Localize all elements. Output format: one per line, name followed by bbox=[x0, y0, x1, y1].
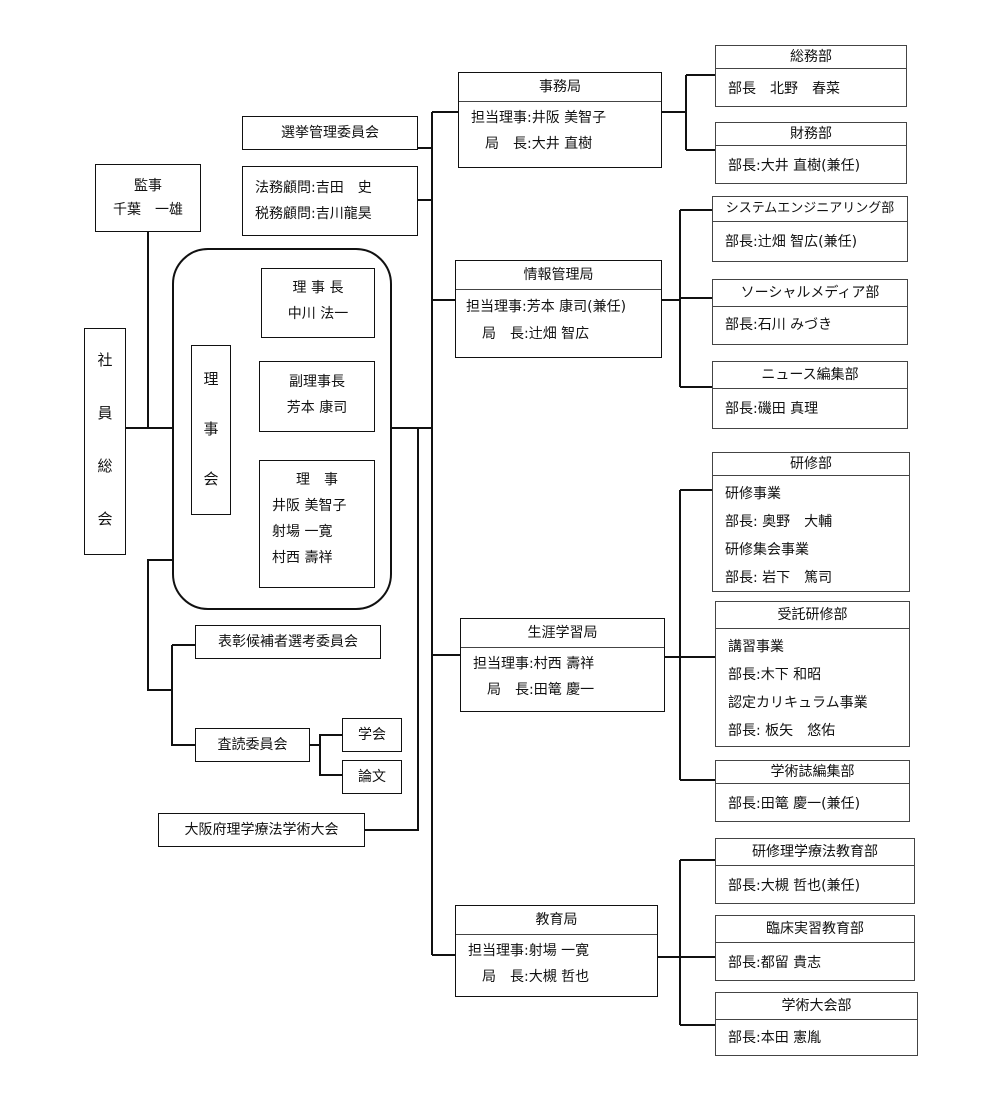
department-line: 部長:都留 貴志 bbox=[728, 955, 822, 971]
advisors-box: 法務顧問:吉田 史 税務顧問:吉川龍昊 bbox=[242, 166, 418, 236]
bureau-name: 事務局 bbox=[459, 73, 661, 102]
board-vice-chair-name: 芳本 康司 bbox=[286, 400, 348, 416]
bureau-box: 情報管理局 担当理事:芳本 康司(兼任) 局 長:辻畑 智広 bbox=[455, 260, 662, 358]
congress-box: 大阪府理学療法学術大会 bbox=[158, 813, 365, 847]
department-name: 研修理学療法教育部 bbox=[716, 839, 914, 866]
department-line: 部長:磯田 真理 bbox=[725, 401, 819, 417]
department-line: 部長:大槻 哲也(兼任) bbox=[728, 878, 861, 894]
department-box: 研修部 研修事業 部長: 奥野 大輔 研修集会事業 部長: 岩下 篤司 bbox=[712, 452, 910, 592]
board-label-char-1: 理 bbox=[203, 370, 219, 388]
review-paper-box: 論文 bbox=[342, 760, 402, 794]
tax-advisor: 税務顧問:吉川龍昊 bbox=[255, 206, 372, 222]
board-directors-box: 理 事 井阪 美智子 射場 一寛 村西 壽祥 bbox=[259, 460, 375, 588]
review-paper-label: 論文 bbox=[358, 769, 386, 785]
award-committee-label: 表彰候補者選考委員会 bbox=[218, 634, 358, 650]
auditor-name: 千葉 一雄 bbox=[113, 202, 183, 218]
department-box: ソーシャルメディア部 部長:石川 みづき bbox=[712, 279, 908, 345]
bureau-chief: 局 長:大槻 哲也 bbox=[482, 969, 590, 985]
bureau-chief: 局 長:田篭 慶一 bbox=[487, 682, 595, 698]
department-name: 臨床実習教育部 bbox=[716, 916, 914, 943]
auditor-title: 監事 bbox=[134, 178, 162, 194]
board-label-char-2: 事 bbox=[203, 420, 219, 438]
department-name: 受託研修部 bbox=[716, 602, 909, 629]
department-box: 研修理学療法教育部 部長:大槻 哲也(兼任) bbox=[715, 838, 915, 904]
board-director-name: 井阪 美智子 bbox=[272, 498, 347, 514]
bureau-director: 担当理事:井阪 美智子 bbox=[471, 110, 607, 126]
general-meeting-char-1: 社 bbox=[97, 351, 113, 369]
congress-label: 大阪府理学療法学術大会 bbox=[184, 822, 339, 838]
board-label-box: 理 事 会 bbox=[191, 345, 231, 515]
department-box: 臨床実習教育部 部長:都留 貴志 bbox=[715, 915, 915, 981]
department-name: 学術誌編集部 bbox=[716, 761, 909, 784]
general-meeting-char-3: 総 bbox=[97, 457, 113, 475]
department-box: 総務部 部長 北野 春菜 bbox=[715, 45, 907, 107]
bureau-director: 担当理事:芳本 康司(兼任) bbox=[466, 299, 627, 315]
department-box: 財務部 部長:大井 直樹(兼任) bbox=[715, 122, 907, 184]
department-name: 研修部 bbox=[713, 453, 909, 476]
bureau-name: 情報管理局 bbox=[456, 261, 661, 290]
general-meeting-box: 社 員 総 会 bbox=[84, 328, 126, 555]
auditor-box: 監事 千葉 一雄 bbox=[95, 164, 201, 232]
board-vice-chair-box: 副理事長 芳本 康司 bbox=[259, 361, 375, 432]
department-name: ニュース編集部 bbox=[713, 362, 907, 389]
review-conference-box: 学会 bbox=[342, 718, 402, 752]
bureau-chief: 局 長:大井 直樹 bbox=[485, 136, 593, 152]
department-line: 部長:辻畑 智広(兼任) bbox=[725, 234, 858, 250]
election-committee-box: 選挙管理委員会 bbox=[242, 116, 418, 150]
department-box: ニュース編集部 部長:磯田 真理 bbox=[712, 361, 908, 429]
board-directors-title: 理 事 bbox=[296, 472, 338, 488]
board-vice-chair-title: 副理事長 bbox=[289, 374, 345, 390]
board-chair-name: 中川 法一 bbox=[287, 306, 349, 322]
general-meeting-char-2: 員 bbox=[97, 404, 113, 422]
board-director-name: 村西 壽祥 bbox=[272, 550, 333, 566]
department-line: 部長: 板矢 悠佑 bbox=[728, 723, 836, 739]
bureau-name: 生涯学習局 bbox=[461, 619, 664, 648]
department-box: 受託研修部 講習事業 部長:木下 和昭 認定カリキュラム事業 部長: 板矢 悠佑 bbox=[715, 601, 910, 747]
board-chair-title: 理 事 長 bbox=[292, 280, 344, 296]
board-label-char-3: 会 bbox=[203, 470, 219, 488]
bureau-box: 生涯学習局 担当理事:村西 壽祥 局 長:田篭 慶一 bbox=[460, 618, 665, 712]
department-line: 部長:本田 憲胤 bbox=[728, 1030, 822, 1046]
department-line: 研修集会事業 bbox=[725, 542, 809, 558]
board-director-name: 射場 一寛 bbox=[272, 524, 333, 540]
review-committee-box: 査読委員会 bbox=[195, 728, 310, 762]
department-line: 部長:田篭 慶一(兼任) bbox=[728, 796, 861, 812]
department-box: 学術誌編集部 部長:田篭 慶一(兼任) bbox=[715, 760, 910, 822]
department-box: 学術大会部 部長:本田 憲胤 bbox=[715, 992, 918, 1056]
legal-advisor: 法務顧問:吉田 史 bbox=[255, 180, 372, 196]
department-line: 研修事業 bbox=[725, 486, 781, 502]
department-line: 部長: 岩下 篤司 bbox=[725, 570, 833, 586]
department-line: 部長:石川 みづき bbox=[725, 317, 833, 333]
department-line: 部長 北野 春菜 bbox=[728, 81, 840, 97]
department-line: 部長: 奥野 大輔 bbox=[725, 514, 833, 530]
department-line: 講習事業 bbox=[728, 639, 784, 655]
department-name: 総務部 bbox=[716, 46, 906, 69]
department-name: システムエンジニアリング部 bbox=[713, 197, 907, 222]
department-name: ソーシャルメディア部 bbox=[713, 280, 907, 307]
award-committee-box: 表彰候補者選考委員会 bbox=[195, 625, 381, 659]
bureau-box: 事務局 担当理事:井阪 美智子 局 長:大井 直樹 bbox=[458, 72, 662, 168]
department-line: 認定カリキュラム事業 bbox=[728, 695, 868, 711]
general-meeting-char-4: 会 bbox=[97, 510, 113, 528]
department-line: 部長:大井 直樹(兼任) bbox=[728, 158, 861, 174]
department-box: システムエンジニアリング部 部長:辻畑 智広(兼任) bbox=[712, 196, 908, 262]
review-committee-label: 査読委員会 bbox=[217, 737, 288, 753]
board-chair-box: 理 事 長 中川 法一 bbox=[261, 268, 375, 338]
bureau-box: 教育局 担当理事:射場 一寛 局 長:大槻 哲也 bbox=[455, 905, 658, 997]
bureau-director: 担当理事:射場 一寛 bbox=[468, 943, 590, 959]
bureau-director: 担当理事:村西 壽祥 bbox=[473, 656, 595, 672]
election-committee-label: 選挙管理委員会 bbox=[281, 125, 379, 141]
department-name: 財務部 bbox=[716, 123, 906, 146]
department-line: 部長:木下 和昭 bbox=[728, 667, 822, 683]
bureau-chief: 局 長:辻畑 智広 bbox=[482, 326, 590, 342]
bureau-name: 教育局 bbox=[456, 906, 657, 935]
department-name: 学術大会部 bbox=[716, 993, 917, 1020]
review-conference-label: 学会 bbox=[358, 727, 386, 743]
